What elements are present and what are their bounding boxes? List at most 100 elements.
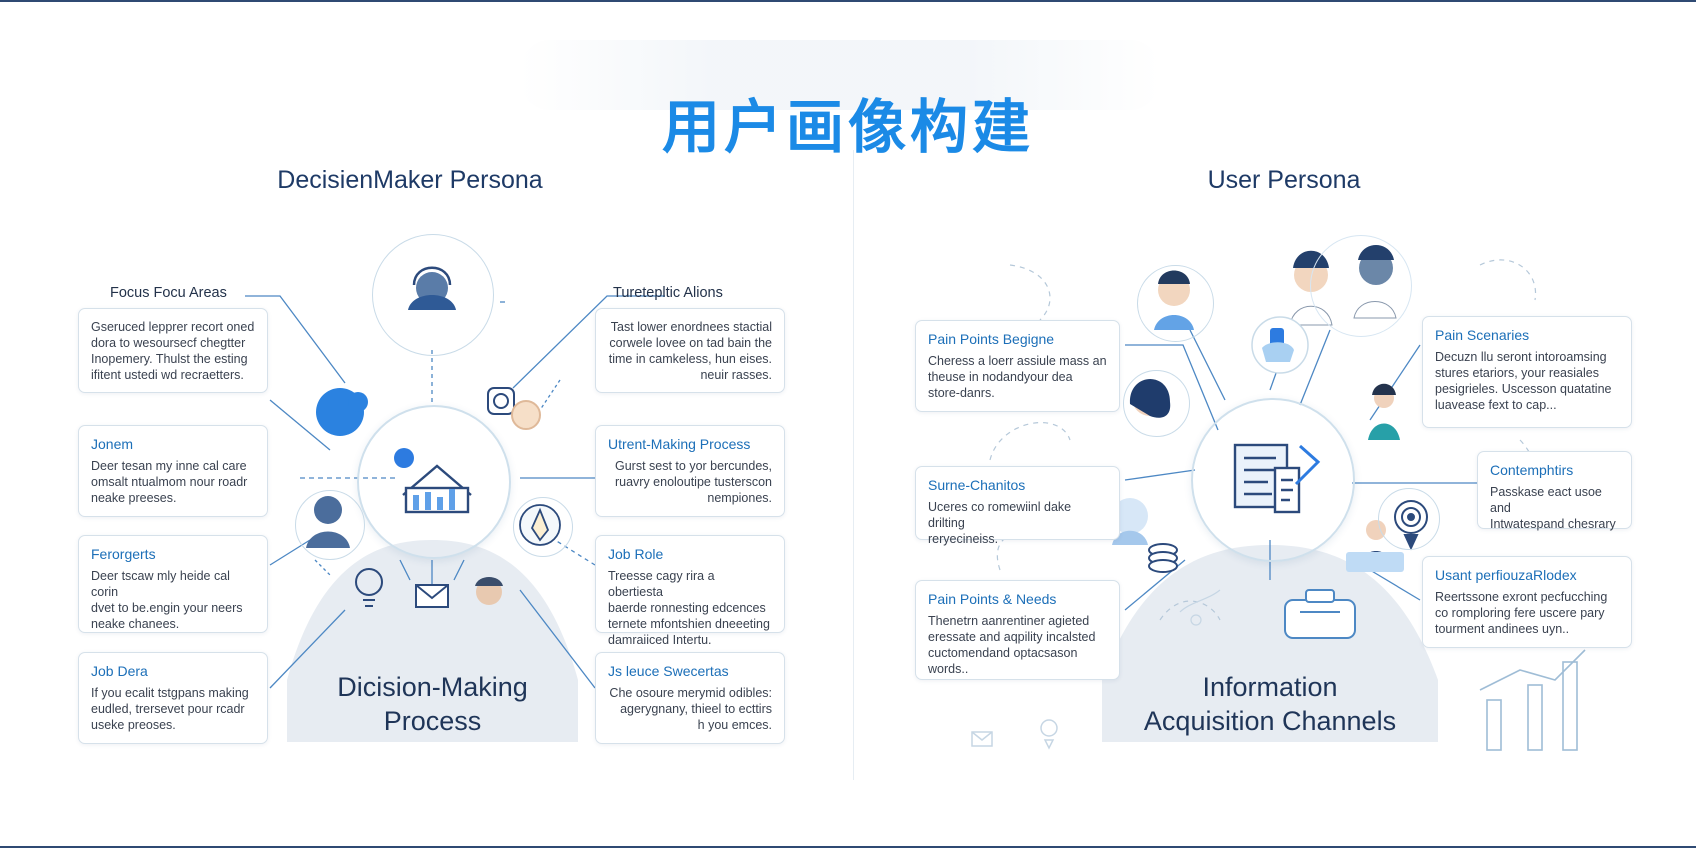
user-avatar-icon <box>1368 383 1400 440</box>
card-line: Reertssone exront pecfucching <box>1435 590 1608 604</box>
coin-stack-icon <box>1148 543 1178 573</box>
card-line: omsalt ntualmom nour roadr <box>91 475 248 489</box>
focus-areas-card: Gseruced lepprer recort oned dora to wes… <box>78 308 268 393</box>
card-line: useke preoses. <box>91 718 176 732</box>
card-title: Usant perfiouzaRlodex <box>1435 567 1577 583</box>
mail-icon <box>415 584 449 608</box>
pain-points-needs-card: Pain Points & Needs Thenetrn aanrentiner… <box>915 580 1120 680</box>
lightbulb-icon <box>355 568 383 607</box>
alions-label: Turetepltic Alions <box>613 285 723 301</box>
card-line: pesigrieles. Uscesson quatatine <box>1435 382 1612 396</box>
ferorgerts-card: Ferorgerts Deer tscaw mly heide cal cori… <box>78 535 268 633</box>
card-line: Intwatespand chesrary <box>1490 517 1616 531</box>
card-line: time in camkeless, hun eises. <box>608 352 772 366</box>
faded-envelope-icon <box>971 731 993 747</box>
card-line: baerde ronnesting edcences <box>608 601 766 615</box>
jonem-card: Jonem Deer tesan my inne cal care omsalt… <box>78 425 268 517</box>
card-line: Inopemery. Thulst the esting <box>91 352 248 366</box>
card-title: Ferorgerts <box>91 546 156 562</box>
card-line: damraiiced Intertu. <box>608 633 712 647</box>
card-line: agerygnany, thieel to ecttirs <box>620 702 772 716</box>
card-line: tourment andinees uyn.. <box>1435 622 1570 636</box>
card-title: Jonem <box>91 436 134 452</box>
js-leuce-card: Js leuce Swecertas Che osoure merymid od… <box>595 652 785 744</box>
top-border <box>0 0 1696 2</box>
card-line: Gseruced lepprer recort oned <box>91 320 255 334</box>
card-line: cuctomendand optacsason <box>928 646 1078 660</box>
card-line: Treesse cagy rira a obertiesta <box>608 569 715 599</box>
card-line: ruavry enoloutipe tusterscon <box>614 475 772 489</box>
target-icon <box>487 387 541 430</box>
card-line: words.. <box>928 662 969 676</box>
card-title: Pain Points & Needs <box>928 591 1057 607</box>
person-with-bubble-icon <box>1112 498 1148 545</box>
card-title: Pain Points Begigne <box>928 331 1055 347</box>
decision-making-process-label: Dicision-Making Process <box>287 670 578 738</box>
hand-phone-icon <box>1251 316 1309 374</box>
card-line: Deer tscaw mly heide cal corin <box>91 569 230 599</box>
card-line: nempiones. <box>707 491 772 505</box>
left-central-hub <box>357 405 511 559</box>
panel-divider <box>853 150 854 780</box>
bottom-border <box>0 846 1696 848</box>
card-line: eressate and aqpility incalsted <box>928 630 1096 644</box>
right-central-hub <box>1191 398 1355 562</box>
card-line: Uceres co romewiinl dake drilting <box>928 500 1072 530</box>
right-mound-shape <box>1102 545 1438 742</box>
right-persona-node <box>1310 235 1412 337</box>
card-line: luavease fext to cap... <box>1435 398 1557 412</box>
right-target-node <box>1378 488 1440 550</box>
card-title: Pain Scenaries <box>1435 327 1530 343</box>
card-line: ternete mfontshien dneeeting <box>608 617 770 631</box>
card-line: neake preeses. <box>91 491 177 505</box>
right-avatar-node <box>1123 370 1190 437</box>
left-top-node <box>372 234 494 356</box>
job-role-card: Job Role Treesse cagy rira a obertiesta … <box>595 535 785 647</box>
medical-case-icon <box>1284 589 1356 639</box>
card-line: neuir rasses. <box>700 368 772 382</box>
left-panel-title: DecisienMaker Persona <box>277 166 543 194</box>
card-line: Tast lower enordnees stactial <box>610 320 772 334</box>
face-icon <box>475 577 503 605</box>
surne-chanitos-card: Surne-Chanitos Uceres co romewiinl dake … <box>915 466 1120 546</box>
faded-flask-icon <box>1179 589 1221 626</box>
card-line: Deer tesan my inne cal care <box>91 459 247 473</box>
card-line: h you emces. <box>697 718 772 732</box>
card-title: Utrent-Making Process <box>608 436 751 452</box>
user-avatar-icon <box>1346 520 1404 572</box>
right-avatar-node <box>1137 265 1214 342</box>
card-title: Job Role <box>608 546 664 562</box>
left-avatar-node <box>295 490 365 560</box>
card-line: Cheress a loerr assiule mass an <box>928 354 1107 368</box>
making-process-card: Utrent-Making Process Gurst sest to yor … <box>595 425 785 517</box>
card-line: eudled, trersevet pour rcadr <box>91 702 245 716</box>
card-title: Js leuce Swecertas <box>608 663 729 679</box>
label-line: Dicision-Making <box>337 672 528 702</box>
job-dera-card: Job Dera If you ecalit tstgpans making e… <box>78 652 268 744</box>
usant-card: Usant perfiouzaRlodex Reertssone exront … <box>1422 556 1632 648</box>
card-line: neake chanees. <box>91 617 180 631</box>
page-title: 用户画像构建 <box>661 93 1034 161</box>
card-line: corwele lovee on tad bain the <box>609 336 772 350</box>
focus-areas-label: Focus Focu Areas <box>110 285 227 301</box>
faded-pin-icon <box>1040 719 1058 750</box>
card-line: co romploring fere uscere pary <box>1435 606 1605 620</box>
title-backdrop <box>520 40 1160 110</box>
card-line: If you ecalit tstgpans making <box>91 686 249 700</box>
left-map-node <box>513 497 573 557</box>
card-line: Che osoure merymid odibles: <box>609 686 772 700</box>
card-line: Passkase eact usoe and <box>1490 485 1602 515</box>
card-line: Decuzn llu seront intoroamsing <box>1435 350 1607 364</box>
label-line: Information <box>1202 672 1338 702</box>
alions-card: Tast lower enordnees stactial corwele lo… <box>595 308 785 393</box>
card-line: reryecineiss. <box>928 532 999 546</box>
label-line: Acquisition Channels <box>1143 706 1397 736</box>
label-line: Process <box>383 706 482 736</box>
pain-scenaries-card: Pain Scenaries Decuzn llu seront intoroa… <box>1422 316 1632 428</box>
card-line: Thenetrn aanrentiner agieted <box>928 614 1090 628</box>
bar-chart-icon <box>1479 649 1586 751</box>
card-line: theuse in nodandyour dea <box>928 370 1073 384</box>
card-line: Gurst sest to yor bercundes, <box>614 459 772 473</box>
right-panel-title: User Persona <box>1207 166 1361 194</box>
card-title: Job Dera <box>91 663 148 679</box>
